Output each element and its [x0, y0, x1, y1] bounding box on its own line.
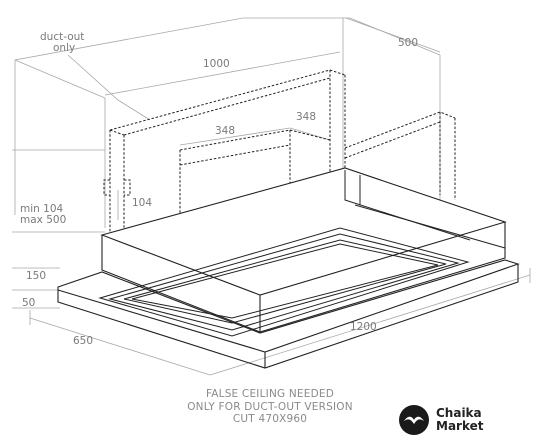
- dimension-lines: [12, 17, 531, 376]
- brand-name: Chaika Market: [436, 407, 484, 433]
- note-line-3: CUT 470X960: [232, 413, 308, 425]
- seagull-icon: [399, 405, 429, 435]
- inner-width-label: 348: [215, 125, 235, 137]
- width-bottom-label: 1200: [350, 321, 377, 333]
- hood-body: [57, 167, 520, 369]
- duct-chimney: [103, 69, 456, 232]
- body-height-label: 150: [26, 270, 46, 282]
- min-height-label: min 104: [20, 203, 63, 215]
- brand-name-line-1: Chaika: [436, 406, 482, 420]
- chimney-height-label: 104: [132, 197, 152, 209]
- max-height-label: max 500: [20, 214, 66, 226]
- depth-bottom-label: 650: [73, 335, 93, 347]
- note-line-1: FALSE CEILING NEEDED: [205, 388, 334, 400]
- panel-thickness-label: 50: [22, 297, 35, 309]
- note-line-2: ONLY FOR DUCT-OUT VERSION: [187, 400, 353, 413]
- inner-depth-label: 348: [296, 111, 316, 123]
- width-top-label: 1000: [203, 58, 230, 70]
- filter-panel: [98, 227, 470, 337]
- brand-name-line-2: Market: [436, 419, 484, 433]
- brand-logo: Chaika Market: [398, 402, 508, 438]
- duct-out-label-2: only: [53, 42, 75, 54]
- rear-panel-detail: [344, 170, 506, 249]
- installation-note: FALSE CEILING NEEDED ONLY FOR DUCT-OUT V…: [150, 388, 390, 426]
- duct-out-label-1: duct-out: [40, 31, 84, 43]
- depth-top-label: 500: [398, 37, 418, 49]
